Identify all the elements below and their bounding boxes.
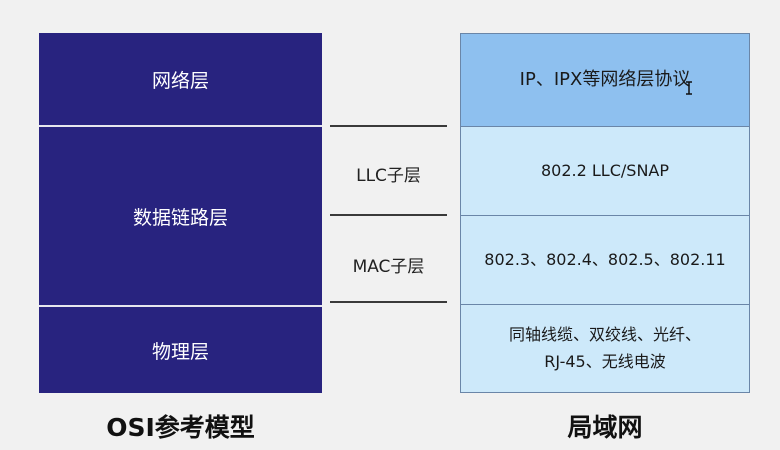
osi-network-layer: 网络层 xyxy=(39,33,322,125)
divider-datalink-physical xyxy=(330,301,447,303)
lan-physical-media-line1: 同轴线缆、双绞线、光纤、 xyxy=(508,325,701,345)
osi-physical-layer-label: 物理层 xyxy=(151,340,209,363)
osi-network-layer-label: 网络层 xyxy=(151,69,209,92)
sublayer-labels: LLC子层 MAC子层 xyxy=(330,33,447,393)
lan-caption: 局域网 xyxy=(567,413,643,442)
lan-llc-standard-text: 802.2 LLC/SNAP xyxy=(541,160,669,180)
osi-model-caption: OSI参考模型 xyxy=(106,413,255,442)
lan-column: IP、IPX等网络层协议 802.2 LLC/SNAP 802.3、802.4、… xyxy=(460,33,750,393)
divider-llc-mac xyxy=(330,214,447,216)
lan-llc-standard: 802.2 LLC/SNAP xyxy=(461,126,749,215)
lan-network-protocols: IP、IPX等网络层协议 xyxy=(461,34,749,126)
osi-model-column: 网络层 数据链路层 物理层 xyxy=(39,33,322,393)
lan-mac-standards-text: 802.3、802.4、802.5、802.11 xyxy=(484,249,726,269)
osi-data-link-layer: 数据链路层 xyxy=(39,125,322,305)
lan-network-protocols-text: IP、IPX等网络层协议 xyxy=(519,69,691,91)
lan-physical-media: 同轴线缆、双绞线、光纤、 RJ-45、无线电波 xyxy=(461,304,749,392)
osi-data-link-layer-label: 数据链路层 xyxy=(132,206,228,229)
divider-network-datalink xyxy=(330,125,447,127)
lan-physical-media-line2: RJ-45、无线电波 xyxy=(544,351,666,371)
lan-mac-standards: 802.3、802.4、802.5、802.11 xyxy=(461,215,749,304)
osi-physical-layer: 物理层 xyxy=(39,305,322,393)
llc-sublayer-label: LLC子层 xyxy=(356,166,421,186)
text-cursor-icon xyxy=(686,81,692,95)
mac-sublayer-label: MAC子层 xyxy=(352,257,425,277)
